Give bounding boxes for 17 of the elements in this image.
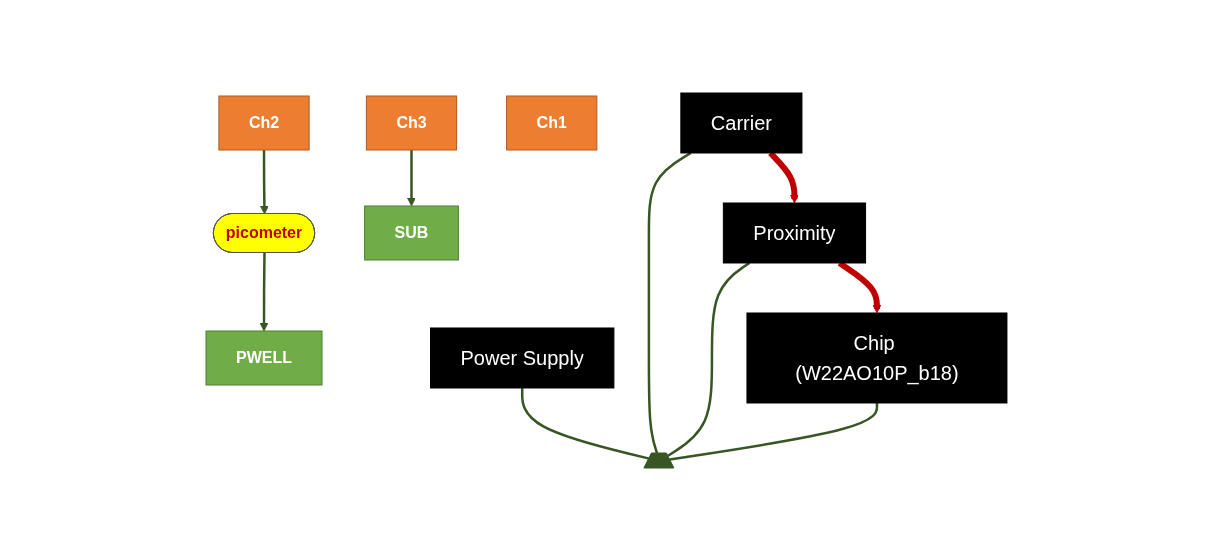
arrow [259,252,269,331]
connector [520,387,650,460]
connector [669,402,879,461]
node-box: Carrier [680,92,803,153]
arrow [260,149,269,214]
node-box: Ch2 [218,95,310,150]
node-ground [643,452,675,468]
node-box: Ch3 [365,95,458,150]
connector [667,261,751,457]
node-box: SUB [364,205,459,260]
node-box: Chip (W22AO10P_b18) [746,312,1008,403]
node-box: Proximity [722,202,867,263]
node-box: Power Supply [430,327,615,388]
node-box: PWELL [205,330,323,385]
node-box: Ch1 [506,95,598,150]
connector [647,151,692,454]
arrow [407,149,416,206]
